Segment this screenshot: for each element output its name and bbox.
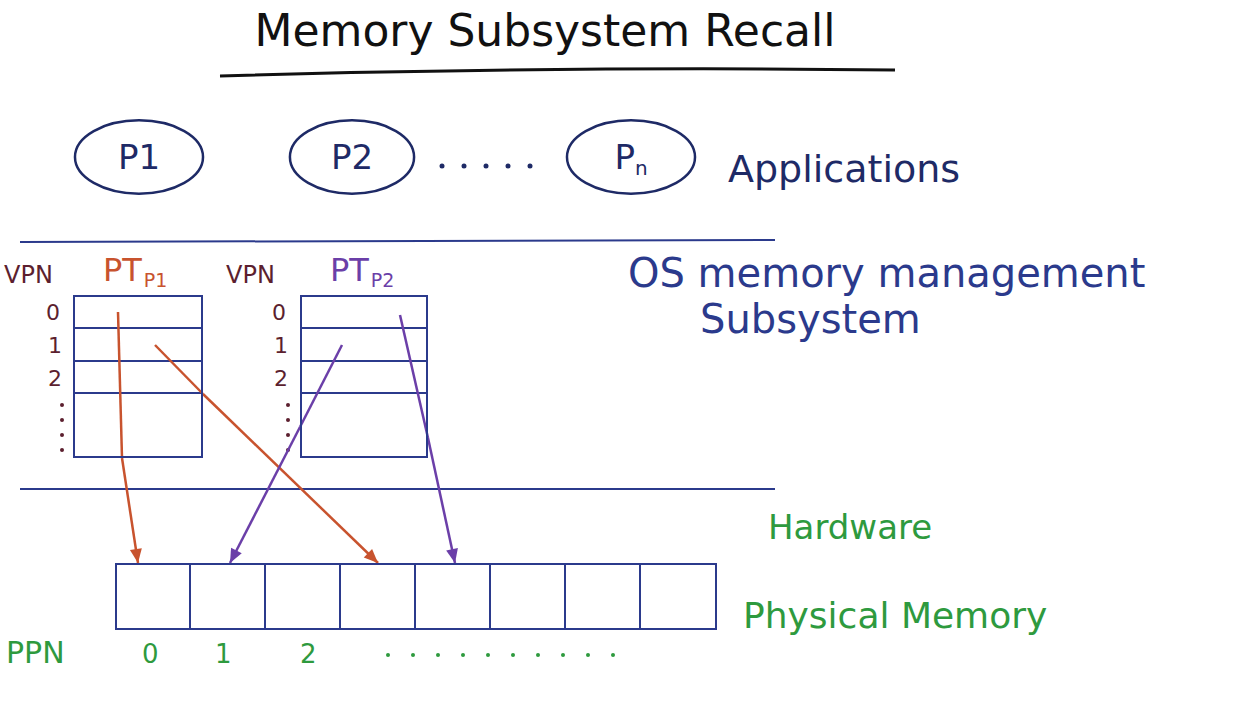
process-circle: Pn	[565, 118, 697, 196]
axis-label: VPN	[226, 261, 275, 289]
layer-label: Hardware	[768, 507, 932, 547]
axis-label-wrap: VPN	[4, 262, 53, 290]
circle-label: P2	[288, 118, 416, 196]
table-title: P1	[144, 269, 168, 291]
memory-heading: Physical Memory	[743, 595, 1047, 636]
table-rows	[73, 328, 428, 393]
axis-label-wrap: PPN	[6, 636, 65, 671]
frame-dividers	[190, 563, 640, 630]
arrowhead	[230, 548, 242, 563]
index-number-wrap: 1	[48, 333, 62, 358]
process-circle: P1	[73, 118, 205, 196]
index-number-wrap: 0	[142, 640, 159, 670]
title-wrap: Memory Subsystem Recall	[180, 6, 910, 57]
page-table: PTP2	[300, 295, 428, 458]
index-number: 0	[272, 300, 286, 325]
entry-pointer-start	[118, 312, 428, 458]
circle-label: Pn	[565, 118, 697, 196]
layer-label: Applications	[728, 147, 960, 191]
table-heading: PTP1	[103, 251, 167, 291]
ppn-dots	[386, 653, 615, 657]
memory-label: Physical Memory	[743, 595, 1047, 636]
index-number-wrap: 1	[274, 333, 288, 358]
index-number-wrap: 1	[215, 640, 232, 670]
index-number: 2	[48, 366, 62, 391]
layer-label-wrap: Hardware	[768, 508, 932, 547]
index-number-wrap: 2	[274, 366, 288, 391]
axis-label: PPN	[6, 635, 65, 670]
index-number-wrap: 2	[48, 366, 62, 391]
index-number: 1	[274, 333, 288, 358]
arrow-line	[230, 427, 300, 563]
mapping-arrow	[122, 458, 142, 563]
layer-label-wrap: Applications	[728, 148, 960, 192]
mapping-arrow	[230, 427, 300, 563]
node-text: P	[614, 137, 635, 177]
diagram-title: Memory Subsystem Recall	[254, 6, 835, 57]
title-underline	[220, 69, 895, 76]
arrow-line	[203, 394, 378, 563]
table-title: PT	[330, 251, 369, 289]
layer-label: OS memory management Subsystem	[628, 250, 1145, 342]
layer-divider	[20, 488, 775, 490]
layer-divider	[20, 240, 775, 242]
layer-label-wrap: OS memory management Subsystem	[628, 250, 1248, 342]
mapping-arrow	[203, 394, 378, 563]
index-number: 0	[142, 639, 159, 669]
page-table: PTP1	[73, 295, 203, 458]
axis-label-wrap: VPN	[226, 262, 275, 290]
index-number-wrap: 2	[300, 640, 317, 670]
arrow-line	[122, 458, 138, 563]
index-number-wrap: 0	[46, 300, 60, 325]
table-title: P2	[371, 269, 395, 291]
node-text: n	[635, 156, 648, 180]
index-number-wrap: 0	[272, 300, 286, 325]
table-heading: PTP2	[330, 251, 394, 291]
arrow-line	[428, 438, 455, 563]
index-number: 2	[274, 366, 288, 391]
index-number: 1	[215, 639, 232, 669]
ellipsis-dots	[440, 164, 533, 169]
mapping-arrow	[428, 438, 458, 563]
index-number: 1	[48, 333, 62, 358]
process-circle: P2	[288, 118, 416, 196]
arrowhead	[130, 548, 142, 563]
arrowhead	[446, 548, 458, 563]
physical-memory: Physical Memory	[115, 563, 717, 630]
index-number: 2	[300, 639, 317, 669]
table-title: PT	[103, 251, 142, 289]
arrowhead	[364, 549, 378, 563]
index-number: 0	[46, 300, 60, 325]
node-text: P2	[331, 137, 373, 177]
axis-label: VPN	[4, 261, 53, 289]
node-text: P1	[118, 137, 160, 177]
circle-label: P1	[73, 118, 205, 196]
